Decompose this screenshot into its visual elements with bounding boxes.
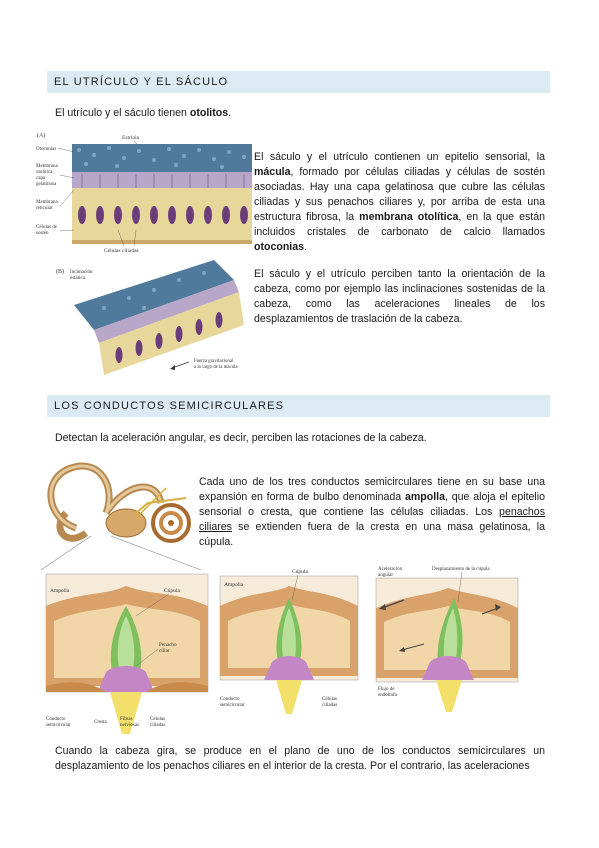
- svg-text:semicircular: semicircular: [220, 703, 245, 708]
- svg-text:Ampolla: Ampolla: [50, 588, 70, 594]
- svg-text:ciliar: ciliar: [159, 648, 170, 654]
- svg-text:capa: capa: [36, 176, 46, 181]
- ampulla-figure-labeled: Ampolla Cúpula Penacho ciliar Conducto s…: [44, 566, 210, 734]
- inner-ear-illustration: [36, 458, 206, 570]
- svg-text:Conducto: Conducto: [46, 717, 66, 722]
- svg-text:reticular: reticular: [36, 206, 53, 211]
- section-title: EL UTRÍCULO Y EL SÁCULO: [54, 76, 229, 88]
- svg-text:Flujo de: Flujo de: [378, 687, 395, 692]
- svg-text:Cúpula: Cúpula: [292, 569, 308, 575]
- svg-text:ciliadas: ciliadas: [322, 703, 337, 708]
- svg-text:Células: Células: [322, 697, 337, 702]
- svg-text:Inclinación: Inclinación: [70, 270, 93, 275]
- svg-text:Aceleración: Aceleración: [378, 567, 403, 572]
- svg-text:endolinfa: endolinfa: [378, 693, 398, 698]
- svg-text:otolítica,: otolítica,: [36, 170, 54, 175]
- svg-text:Penacho: Penacho: [159, 642, 177, 648]
- svg-text:Otoconias: Otoconias: [36, 147, 56, 152]
- svg-text:semicircular: semicircular: [46, 723, 71, 728]
- paragraph-orientacion: El sáculo y el utrículo perciben tanto l…: [254, 268, 545, 325]
- macula-figure: (A) Estriola: [34, 130, 254, 375]
- svg-text:estática: estática: [70, 276, 86, 281]
- svg-text:Estriola: Estriola: [122, 135, 140, 141]
- intro-otolitos: El utrículo y el sáculo tienen otolitos.: [55, 107, 232, 119]
- svg-text:ciliadas: ciliadas: [150, 723, 165, 728]
- svg-text:Fuerza gravitacional: Fuerza gravitacional: [194, 359, 234, 364]
- svg-text:nerviosas: nerviosas: [120, 723, 139, 728]
- svg-text:Membrana: Membrana: [36, 164, 58, 169]
- svg-text:gelatinosa: gelatinosa: [36, 182, 57, 187]
- paragraph-ampolla: Cada uno de los tres conductos semicircu…: [199, 476, 545, 548]
- intro-aceleracion: Detectan la aceleración angular, es deci…: [55, 432, 427, 444]
- svg-text:sostén: sostén: [36, 231, 49, 236]
- svg-text:Células ciliadas: Células ciliadas: [104, 248, 139, 254]
- svg-text:Cresta: Cresta: [94, 720, 108, 725]
- svg-text:Células: Células: [150, 717, 165, 722]
- paragraph-rotacion: Cuando la cabeza gira, se produce en el …: [55, 745, 545, 772]
- figure-label-a: (A): [37, 132, 45, 139]
- figure-label-b: (B): [56, 268, 64, 275]
- svg-text:angular: angular: [378, 573, 393, 578]
- svg-text:Fibras: Fibras: [120, 717, 133, 722]
- section-header-conductos: LOS CONDUCTOS SEMICIRCULARES: [47, 395, 550, 417]
- section-title: LOS CONDUCTOS SEMICIRCULARES: [54, 400, 285, 412]
- section-header-utriculo: EL UTRÍCULO Y EL SÁCULO: [47, 71, 550, 93]
- svg-text:Células de: Células de: [36, 225, 58, 230]
- svg-text:Desplazamiento de la cúpula: Desplazamiento de la cúpula: [432, 567, 490, 572]
- ampulla-figure-displaced: Aceleración angular Desplazamiento de la…: [374, 562, 522, 712]
- svg-text:Conducto: Conducto: [220, 697, 240, 702]
- svg-text:Membrana: Membrana: [36, 200, 58, 205]
- ampulla-figure-middle: Ampolla Cúpula Conducto semicircular Cél…: [218, 566, 360, 714]
- paragraph-macula: El sáculo y el utrículo contienen un epi…: [254, 151, 546, 253]
- svg-text:Ampolla: Ampolla: [224, 582, 244, 588]
- svg-text:a lo largo de la mácula: a lo largo de la mácula: [194, 365, 238, 370]
- svg-text:Cúpula: Cúpula: [164, 588, 180, 594]
